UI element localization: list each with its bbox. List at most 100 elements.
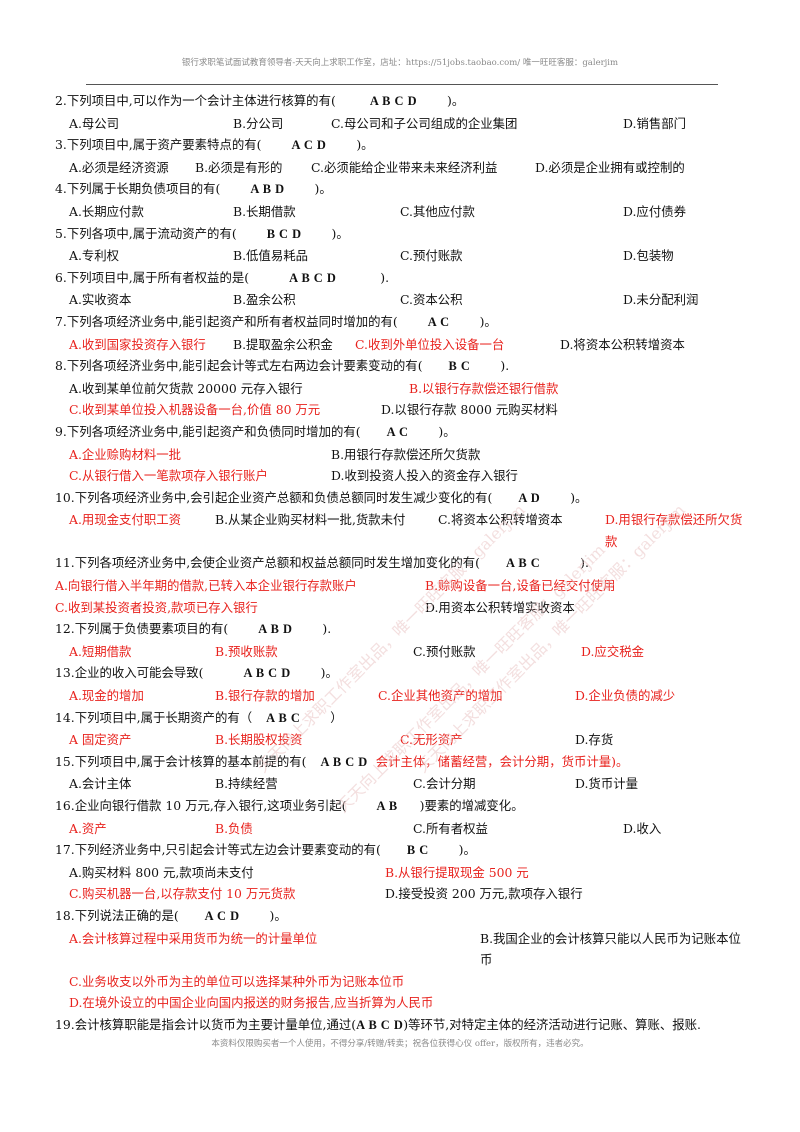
header-rule <box>86 84 718 85</box>
option-a: A.专利权 <box>69 248 120 264</box>
option-c: C.资本公积 <box>400 292 463 308</box>
option-c: C.会计分期 <box>413 776 476 792</box>
option-a: A.母公司 <box>69 115 120 131</box>
answer: B C <box>406 843 429 858</box>
options-row: C.业务收支以外币为主的单位可以选择某种外币为记账本位币 <box>55 971 745 993</box>
option-d: D.收入 <box>623 820 662 836</box>
option-d: D.货币计量 <box>575 776 638 792</box>
options-row: C.从银行借入一笔款项存入银行账户 D.收到投资人投入的资金存入银行 <box>55 465 745 487</box>
option-b: B.我国企业的会计核算只能以人民币为记账本位币 <box>480 930 741 968</box>
option-b: B.盈余公积 <box>233 292 296 308</box>
option-b: B.长期股权投资 <box>215 732 303 748</box>
option-b: B.赊购设备一台,设备已经交付使用 <box>425 578 616 594</box>
answer: A B C D <box>289 270 337 285</box>
question-9: 9.下列各项经济业务中,能引起资产和负债同时增加的有(A C)。 <box>55 423 456 439</box>
option-a: A.资产 <box>69 820 107 836</box>
question-12: 12.下列属于负债要素项目的有(A B D). <box>55 621 332 637</box>
option-b: B.从银行提取现金 500 元 <box>385 864 529 880</box>
options-row: C.收到某投资者投资,款项已存入银行 D.用资本公积转增实收资本 <box>55 597 745 619</box>
answer: A C <box>427 314 450 329</box>
question-10: 10.下列各项经济业务中,会引起企业资产总额和负债总额同时发生减少变化的有(A … <box>55 489 588 505</box>
question-14: 14.下列项目中,属于长期资产的有（A B C） <box>55 709 343 725</box>
answer: A C D <box>291 138 327 153</box>
option-a: A.购买材料 800 元,款项尚未支付 <box>69 864 254 880</box>
options-row: A 固定资产 B.长期股权投资 C.无形资产 D.存货 <box>55 729 745 751</box>
answer: A B C D <box>243 666 291 681</box>
option-d: D.存货 <box>575 732 614 748</box>
option-c: C.母公司和子公司组成的企业集团 <box>331 115 518 131</box>
option-c: C.业务收支以外币为主的单位可以选择某种外币为记账本位币 <box>69 973 405 989</box>
options-row: A.实收资本 B.盈余公积 C.资本公积 D.未分配利润 <box>55 289 745 311</box>
option-d: D.在境外设立的中国企业向国内报送的财务报告,应当折算为人民币 <box>69 995 434 1011</box>
answer: A B D <box>250 182 285 197</box>
option-c: C.无形资产 <box>400 732 463 748</box>
option-d: D.将资本公积转增资本 <box>560 336 685 352</box>
question-3: 3.下列项目中,属于资产要素特点的有(A C D)。 <box>55 137 374 153</box>
question-list: 2.下列项目中,可以作为一个会计主体进行核算的有(A B C D)。 A.母公司… <box>55 90 745 1037</box>
option-d: D.应交税金 <box>581 643 644 659</box>
option-d: D.包装物 <box>623 248 674 264</box>
option-c: C.收到某单位投入机器设备一台,价值 80 万元 <box>69 402 321 418</box>
option-d: D.接受投资 200 万元,款项存入银行 <box>385 886 583 902</box>
answer: A B C <box>266 710 301 725</box>
answer: A B <box>376 799 398 813</box>
question-18: 18.下列说法正确的是(A C D)。 <box>55 907 287 923</box>
options-row: A.母公司 B.分公司 C.母公司和子公司组成的企业集团 D.销售部门 <box>55 113 745 135</box>
question-19: 19.会计核算职能是指会计以货币为主要计量单位,通过(A B C D)等环节,对… <box>55 1016 701 1032</box>
option-a: A.会计核算过程中采用货币为统一的计量单位 <box>69 930 318 946</box>
options-row: A.购买材料 800 元,款项尚未支付 B.从银行提取现金 500 元 <box>55 862 745 884</box>
option-a: A.收到国家投资存入银行 <box>69 336 206 352</box>
option-b: B.用银行存款偿还所欠货款 <box>331 446 481 462</box>
answer: A B C D <box>356 1017 404 1032</box>
options-row: A.收到某单位前欠货款 20000 元存入银行 B.以银行存款偿还银行借款 <box>55 378 745 400</box>
answer: A B C D <box>320 754 368 769</box>
options-row: A.会计核算过程中采用货币为统一的计量单位 B.我国企业的会计核算只能以人民币为… <box>55 928 745 968</box>
answer-note: 会计主体，储蓄经营，会计分期，货币计量)。 <box>375 753 629 769</box>
options-row: A.短期借款 B.预收账款 C.预付账款 D.应交税金 <box>55 641 745 663</box>
page-footer: 本资料仅限购买者一个人使用，不得分享/转赠/转卖；祝各位获得心仪 offer，版… <box>211 1039 589 1049</box>
option-a: A.实收资本 <box>69 292 132 308</box>
option-d: D.必须是企业拥有或控制的 <box>535 159 685 175</box>
option-c: C.企业其他资产的增加 <box>378 688 503 704</box>
question-8: 8.下列各项经济业务中,能引起会计等式左右两边会计要素变动的有(B C). <box>55 358 510 374</box>
answer: B C <box>448 359 471 374</box>
option-c: C.购买机器一台,以存款支付 10 万元货款 <box>69 886 296 902</box>
question-13: 13.企业的收入可能会导致(A B C D)。 <box>55 665 338 681</box>
option-c: C.所有者权益 <box>413 820 488 836</box>
option-b: B.持续经营 <box>215 776 278 792</box>
options-row: C.购买机器一台,以存款支付 10 万元货款 D.接受投资 200 万元,款项存… <box>55 883 745 905</box>
question-6: 6.下列项目中,属于所有者权益的是(A B C D). <box>55 269 390 285</box>
options-row: A.向银行借入半年期的借款,已转入本企业银行存款账户 B.赊购设备一台,设备已经… <box>55 575 745 597</box>
option-b: B.负债 <box>215 820 253 836</box>
options-row: A.必须是经济资源 B.必须是有形的 C.必须能给企业带来未来经济利益 D.必须… <box>55 157 745 179</box>
option-a: A.会计主体 <box>69 776 132 792</box>
option-a: A.用现金支付职工资 <box>69 512 182 528</box>
option-d: D.销售部门 <box>623 115 686 131</box>
answer: A B C D <box>369 94 418 108</box>
option-d: D.应付债券 <box>623 203 686 219</box>
options-row: A.企业赊购材料一批 B.用银行存款偿还所欠货款 <box>55 444 745 466</box>
question-4: 4.下列属于长期负债项目的有(A B D)。 <box>55 181 332 197</box>
option-a: A 固定资产 <box>69 732 132 748</box>
option-c: C.从银行借入一笔款项存入银行账户 <box>69 468 268 484</box>
question-11: 11.下列各项经济业务中,会使企业资产总额和权益总额同时发生增加变化的有(A B… <box>55 555 589 571</box>
option-b: B.从某企业购买材料一批,货款未付 <box>215 512 406 528</box>
option-c: C.必须能给企业带来未来经济利益 <box>311 159 498 175</box>
option-a: A.长期应付款 <box>69 203 144 219</box>
question-5: 5.下列各项中,属于流动资产的有(B C D)。 <box>55 225 349 241</box>
option-b: B.长期借款 <box>233 203 296 219</box>
option-b: B.低值易耗品 <box>233 248 308 264</box>
option-a: A.向银行借入半年期的借款,已转入本企业银行存款账户 <box>55 578 357 594</box>
option-d: D.收到投资人投入的资金存入银行 <box>331 468 518 484</box>
option-c: C.收到外单位投入设备一台 <box>355 336 505 352</box>
option-b: B.银行存款的增加 <box>215 688 315 704</box>
options-row: A.收到国家投资存入银行 B.提取盈余公积金 C.收到外单位投入设备一台 D.将… <box>55 334 745 356</box>
option-d: D.用银行存款偿还所欠货款 <box>605 512 743 549</box>
option-c: C.预付账款 <box>400 248 463 264</box>
option-c: C.预付账款 <box>413 643 476 659</box>
option-b: B.分公司 <box>233 115 284 131</box>
answer: A B C <box>505 556 541 571</box>
option-b: B.必须是有形的 <box>195 159 283 175</box>
answer: A C D <box>204 908 240 923</box>
